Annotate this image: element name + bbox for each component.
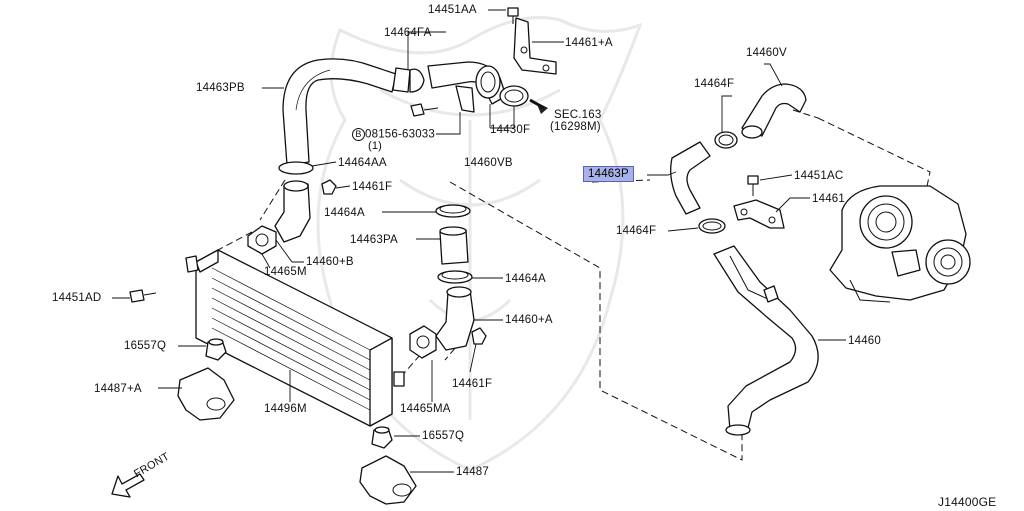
label-16557q-left[interactable]: 16557Q (124, 340, 167, 352)
clamp-14464f-top[interactable] (714, 131, 738, 149)
label-14461f-bottom[interactable]: 14461F (452, 378, 493, 390)
gasket-14465ma[interactable] (409, 325, 437, 359)
label-14464a-mid[interactable]: 14464A (505, 273, 546, 285)
label-14451aa[interactable]: 14451AA (428, 4, 477, 16)
clamp-14464aa[interactable] (278, 161, 314, 175)
bracket-14461-plus-a[interactable] (513, 17, 557, 75)
guide-line-turbo (817, 117, 931, 197)
circled-b-icon: B (352, 128, 365, 141)
label-14465ma[interactable]: 14465MA (400, 403, 451, 415)
label-14461-plus-a[interactable]: 14461+A (565, 37, 613, 49)
clamp-14430f[interactable] (499, 85, 529, 107)
label-sec163-ref: (16298M) (550, 121, 601, 133)
label-14451ac[interactable]: 14451AC (794, 170, 844, 182)
elbow-14460-plus-b[interactable] (274, 183, 311, 243)
elbow-14460v[interactable] (741, 83, 807, 137)
hose-14463p[interactable] (670, 141, 711, 215)
label-16557q-bottom[interactable]: 16557Q (422, 430, 465, 442)
bolt-14451ac[interactable] (747, 175, 759, 185)
gasket-14465m[interactable] (247, 225, 277, 255)
guide-line-14463p (591, 179, 651, 183)
label-14464aa[interactable]: 14464AA (338, 157, 387, 169)
label-14463pa[interactable]: 14463PA (350, 234, 398, 246)
label-14464a-top[interactable]: 14464A (324, 207, 365, 219)
label-08156-qty: (1) (368, 140, 383, 152)
leader-lines (112, 9, 846, 473)
label-14461[interactable]: 14461 (812, 193, 845, 205)
label-14464fa[interactable]: 14464FA (384, 27, 432, 39)
guide-line-right-box (449, 181, 743, 461)
watermark-emblem (316, 16, 643, 472)
intercooler-14496m[interactable] (185, 249, 405, 427)
label-14460[interactable]: 14460 (848, 335, 881, 347)
nut-14461f-top[interactable] (321, 179, 337, 195)
clamp-14464fa[interactable] (392, 67, 411, 93)
pipe-14460vb-port (475, 65, 501, 99)
label-14463pb[interactable]: 14463PB (196, 82, 245, 94)
label-14460vb[interactable]: 14460VB (464, 157, 513, 169)
front-arrow-icon (111, 473, 145, 498)
label-14461f-top[interactable]: 14461F (352, 181, 393, 193)
clamp-14464f-mid[interactable] (698, 218, 726, 234)
bolt-14451aa[interactable] (507, 7, 519, 17)
guide-line-14460v (792, 109, 819, 119)
bracket-14487-plus-a[interactable] (177, 367, 235, 421)
elbow-14460-plus-a[interactable] (435, 289, 475, 351)
guide-line-left-top (259, 179, 286, 221)
bracket-14461[interactable] (733, 199, 785, 229)
label-08156-number: 08156-63033 (365, 128, 435, 141)
label-14487-plus-a[interactable]: 14487+A (94, 383, 142, 395)
label-14487[interactable]: 14487 (456, 466, 489, 478)
bracket-14487[interactable] (359, 455, 417, 505)
bolt-14451ad[interactable] (129, 289, 145, 303)
label-14430f[interactable]: 14430F (490, 124, 531, 136)
label-14451ad[interactable]: 14451AD (52, 292, 102, 304)
label-14460v[interactable]: 14460V (746, 47, 787, 59)
turbocharger (829, 185, 971, 303)
pipe-14460[interactable] (713, 245, 819, 431)
label-sec163[interactable]: SEC.163 (554, 109, 602, 121)
label-14464f-top[interactable]: 14464F (694, 78, 735, 90)
label-14460-plus-a[interactable]: 14460+A (505, 314, 553, 326)
diagram-id: J14400GE (938, 495, 997, 509)
label-14496m[interactable]: 14496M (264, 403, 307, 415)
bolt-08156-63033[interactable] (410, 103, 425, 117)
label-14464f-mid[interactable]: 14464F (616, 225, 657, 237)
nut-14461f-bottom[interactable] (471, 327, 487, 345)
label-14463p-highlighted[interactable]: 14463P (583, 166, 634, 182)
label-14460-plus-b[interactable]: 14460+B (306, 256, 354, 268)
label-14465m[interactable]: 14465M (264, 266, 307, 278)
